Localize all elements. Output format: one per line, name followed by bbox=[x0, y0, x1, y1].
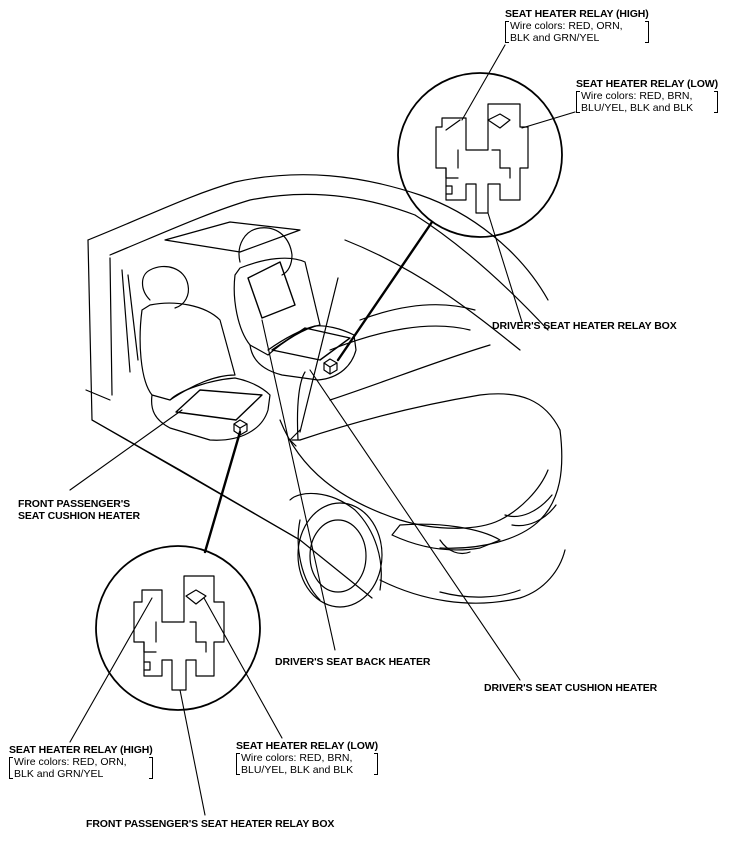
driver-relay-box-detail-circle bbox=[397, 72, 563, 238]
bottom-relay-high-callout: SEAT HEATER RELAY (HIGH) Wire colors: RE… bbox=[9, 744, 153, 780]
front-passenger-seat bbox=[139, 265, 271, 441]
driver-seat-cushion-heater-label: DRIVER'S SEAT CUSHION HEATER bbox=[484, 682, 658, 694]
top-relay-low-wire-line2: BLU/YEL, BLK and BLK bbox=[581, 102, 694, 114]
bottom-relay-high-title: SEAT HEATER RELAY (HIGH) bbox=[9, 744, 153, 756]
passenger-relay-box-label: FRONT PASSENGER'S SEAT HEATER RELAY BOX bbox=[86, 818, 335, 830]
top-relay-high-wire-colors: Wire colors: RED, ORN, BLK and GRN/YEL bbox=[505, 20, 649, 44]
front-passenger-cushion-line1: FRONT PASSENGER'S bbox=[18, 498, 131, 510]
top-relay-low-wire-colors: Wire colors: RED, BRN, BLU/YEL, BLK and … bbox=[576, 90, 718, 114]
top-relay-high-wire-line2: BLK and GRN/YEL bbox=[510, 32, 600, 44]
top-relay-low-callout: SEAT HEATER RELAY (LOW) Wire colors: RED… bbox=[576, 78, 718, 114]
bottom-relay-low-callout: SEAT HEATER RELAY (LOW) Wire colors: RED… bbox=[236, 740, 378, 776]
bottom-relay-low-wire-colors: Wire colors: RED, BRN, BLU/YEL, BLK and … bbox=[236, 752, 378, 776]
driver-relay-box-label: DRIVER'S SEAT HEATER RELAY BOX bbox=[492, 320, 677, 332]
top-relay-low-wire-line1: Wire colors: RED, BRN, bbox=[581, 90, 693, 102]
bottom-relay-high-wire-colors: Wire colors: RED, ORN, BLK and GRN/YEL bbox=[9, 756, 153, 780]
front-passenger-cushion-callout: FRONT PASSENGER'S SEAT CUSHION HEATER bbox=[18, 498, 140, 522]
top-relay-high-title: SEAT HEATER RELAY (HIGH) bbox=[505, 8, 649, 20]
passenger-relay-box-detail-circle bbox=[95, 545, 261, 711]
bottom-relay-high-wire-line2: BLK and GRN/YEL bbox=[14, 768, 104, 780]
driver-seat-back-heater-label: DRIVER'S SEAT BACK HEATER bbox=[275, 656, 431, 668]
top-relay-low-title: SEAT HEATER RELAY (LOW) bbox=[576, 78, 718, 90]
top-relay-high-callout: SEAT HEATER RELAY (HIGH) Wire colors: RE… bbox=[505, 8, 649, 44]
bottom-relay-low-title: SEAT HEATER RELAY (LOW) bbox=[236, 740, 378, 752]
bottom-relay-low-wire-line2: BLU/YEL, BLK and BLK bbox=[241, 764, 354, 776]
leader-lines bbox=[69, 44, 576, 816]
front-passenger-cushion-line2: SEAT CUSHION HEATER bbox=[18, 510, 140, 522]
top-relay-high-wire-line1: Wire colors: RED, ORN, bbox=[510, 20, 623, 32]
bottom-relay-high-wire-line1: Wire colors: RED, ORN, bbox=[14, 756, 127, 768]
bottom-relay-low-wire-line1: Wire colors: RED, BRN, bbox=[241, 752, 353, 764]
driver-seat bbox=[233, 227, 357, 441]
car-body-illustration bbox=[85, 174, 566, 608]
